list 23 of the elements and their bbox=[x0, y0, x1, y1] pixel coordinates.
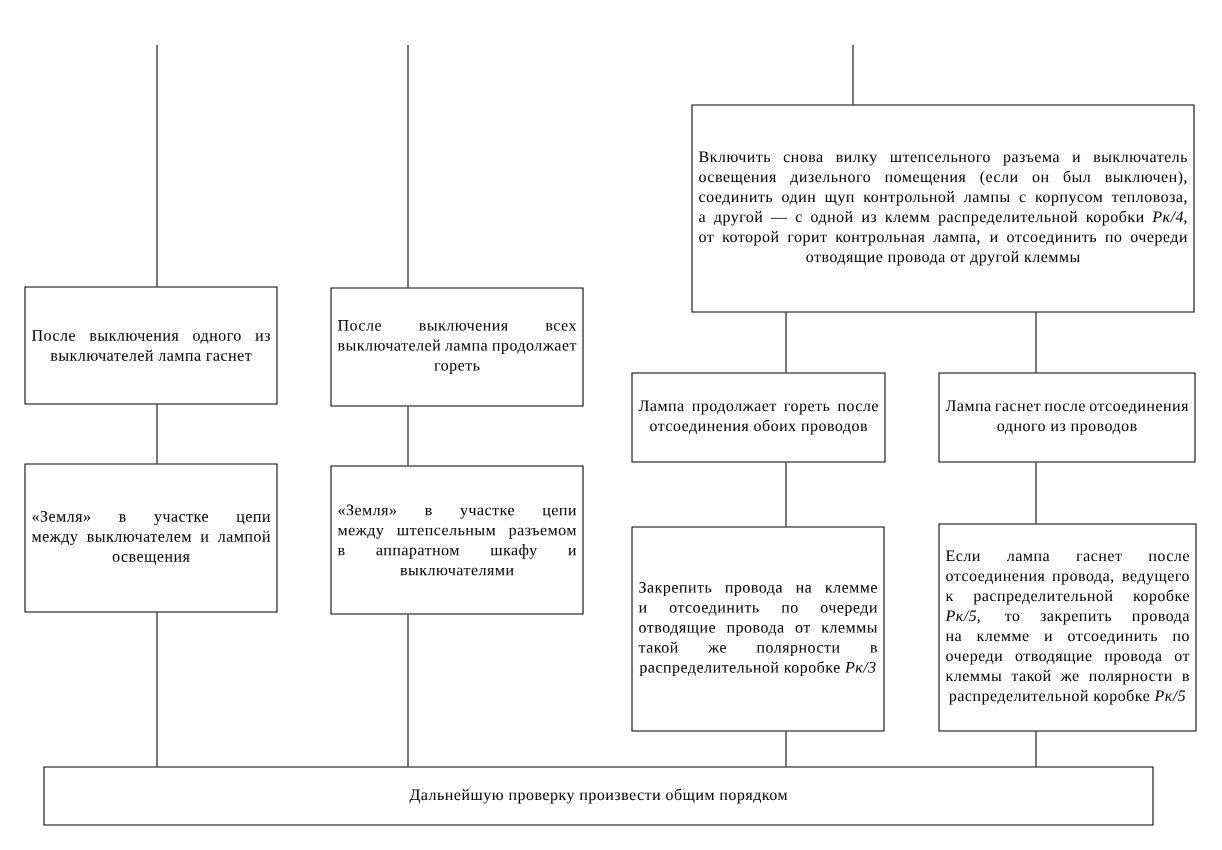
connector-line bbox=[785, 312, 787, 373]
connector-line bbox=[156, 404, 158, 464]
process-box: Лампа гаснет после отсоединения одного из проводов bbox=[938, 372, 1196, 463]
connector-line bbox=[1035, 312, 1037, 373]
connector-line bbox=[852, 44, 854, 105]
process-box: «Земля» в участке цепи между штепсельным разъемом в аппаратном шкафу и выключателями bbox=[330, 465, 584, 615]
process-box: Включить снова вилку штепсельного разъема и выключатель освещения дизельного помещения (если он был выключен), соединить один щуп контрольной лампы с корпусом тепловоза, а другой — с одной из клемм распределительной коробки Рк/4, от которой горит контрольная лампа, и отсоединить по очереди отводящие провода от другой клеммы bbox=[691, 104, 1195, 313]
process-box: «Земля» в участке цепи между выключателем и лампой освещения bbox=[24, 463, 278, 613]
connector-line bbox=[407, 44, 409, 288]
process-box: После выключения всех выключателей лампа продолжает гореть bbox=[330, 287, 584, 407]
process-box: После выключения одного из выключателей лампа гаснет bbox=[24, 286, 278, 405]
connector-line bbox=[1035, 462, 1037, 524]
connector-line bbox=[407, 614, 409, 767]
connector-line bbox=[1035, 731, 1037, 767]
connector-line bbox=[407, 406, 409, 466]
connector-line bbox=[156, 44, 158, 287]
process-box: Закрепить провода на клемме и отсоединить по очереди отводящие провода от клеммы такой же полярности в распределительной коробке Рк/3 bbox=[631, 526, 885, 732]
connector-line bbox=[785, 731, 787, 767]
connector-line bbox=[785, 462, 787, 527]
process-box: Лампа продолжает гореть после отсоединения обоих проводов bbox=[631, 372, 886, 463]
connector-line bbox=[156, 612, 158, 767]
process-box: Если лампа гаснет после отсоединения провода, ведущего к распределительной коробке Рк/5, то закрепить провода на клемме и отсоединить по очереди отводящие провода от клеммы такой же полярности в распределительной коробке Рк/5 bbox=[938, 523, 1197, 732]
process-box: Дальнейшую проверку произвести общим порядком bbox=[43, 766, 1154, 826]
